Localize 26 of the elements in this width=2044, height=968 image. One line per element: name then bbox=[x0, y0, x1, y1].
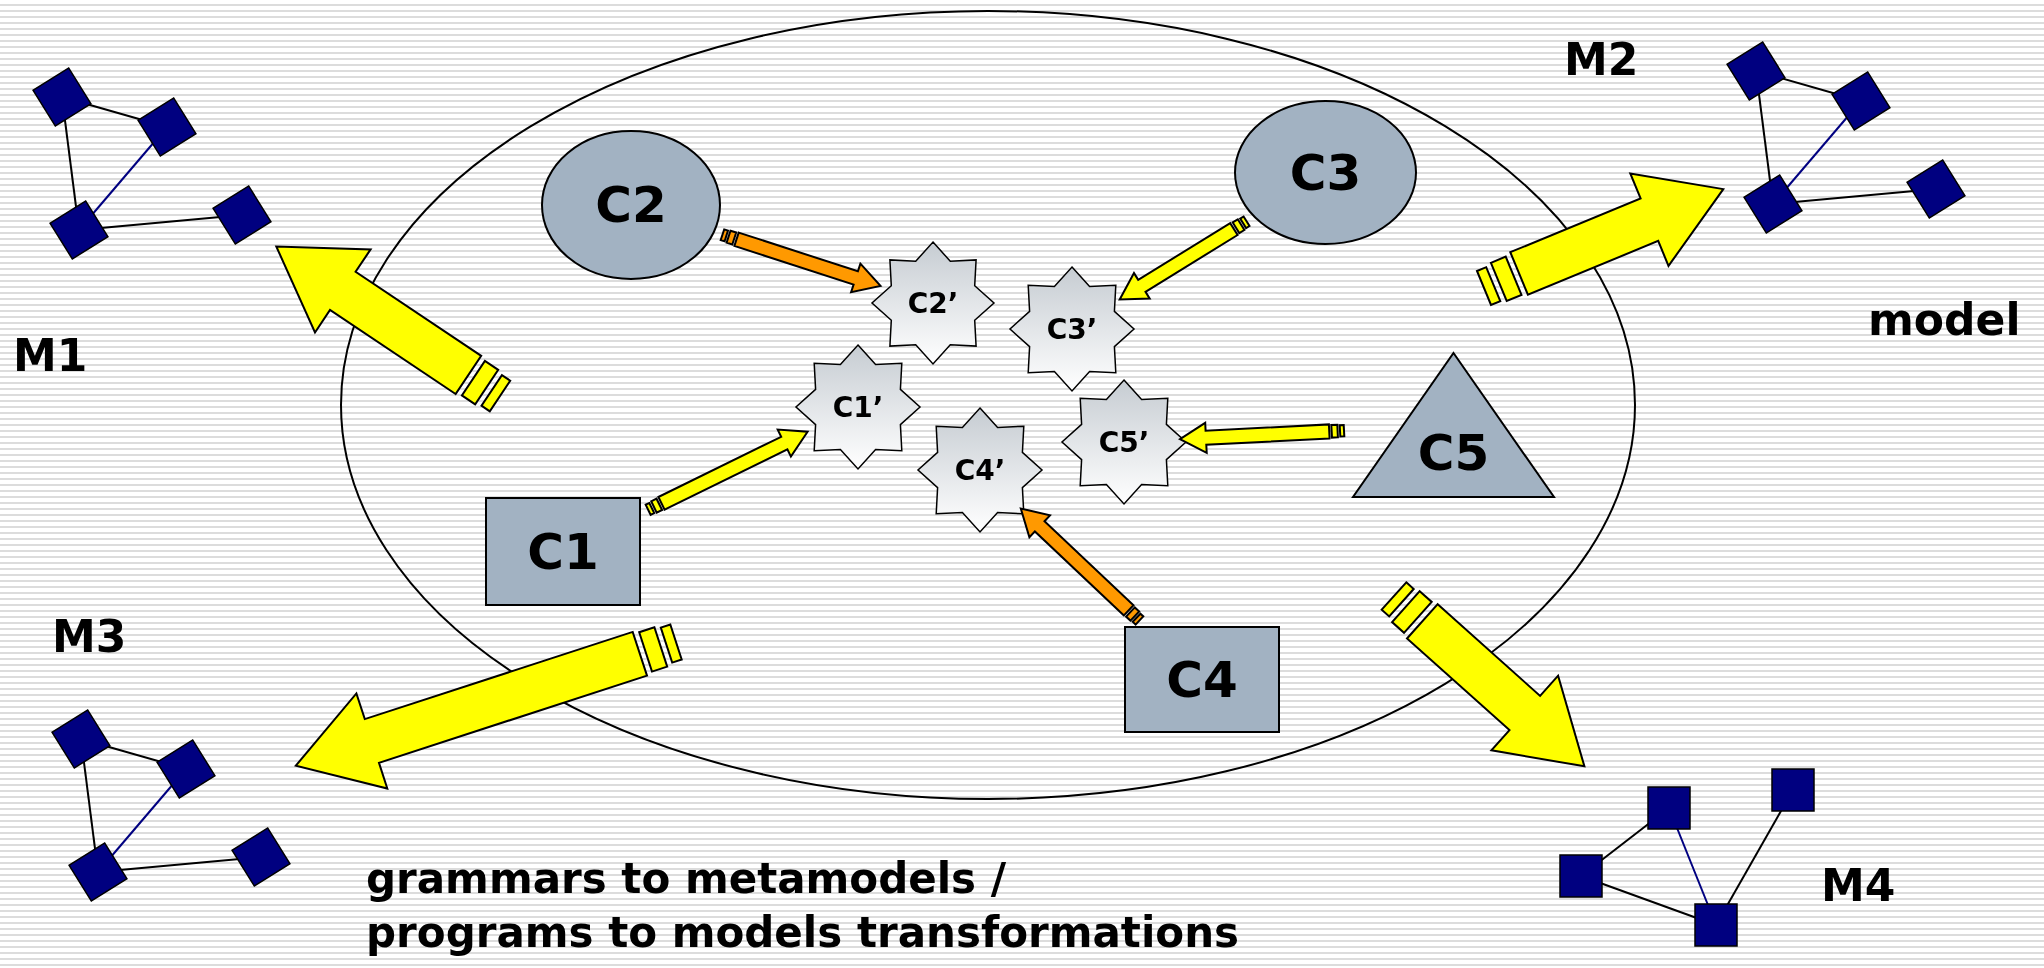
block-arrow bbox=[1178, 421, 1346, 455]
node-label: C2’ bbox=[907, 286, 959, 320]
node-label: C2 bbox=[595, 176, 667, 234]
text-label: model bbox=[1868, 296, 2021, 345]
block-arrow bbox=[274, 245, 512, 413]
node-label: C1’ bbox=[832, 390, 884, 424]
node-label: C5’ bbox=[1098, 425, 1150, 459]
node-label: C3 bbox=[1289, 143, 1362, 202]
block-arrow bbox=[719, 228, 883, 294]
block-arrow bbox=[1475, 172, 1726, 307]
model-label: M3 bbox=[52, 613, 127, 662]
node-label: C4 bbox=[1166, 650, 1238, 709]
model-label: M2 bbox=[1564, 36, 1639, 85]
block-arrow bbox=[1380, 580, 1586, 768]
model-label: M1 bbox=[13, 332, 88, 381]
text-label: grammars to metamodels / bbox=[366, 856, 1007, 903]
node-label: C4’ bbox=[954, 453, 1006, 487]
block-arrow bbox=[1019, 507, 1145, 627]
node-label: C3’ bbox=[1046, 312, 1098, 346]
text-label: programs to models transformations bbox=[366, 910, 1240, 957]
block-arrow bbox=[1118, 215, 1251, 301]
node-label: C1 bbox=[527, 522, 599, 581]
node-label: C5 bbox=[1417, 423, 1490, 482]
block-arrow bbox=[294, 623, 683, 790]
model-label: M4 bbox=[1821, 862, 1896, 911]
block-arrow bbox=[644, 428, 810, 517]
